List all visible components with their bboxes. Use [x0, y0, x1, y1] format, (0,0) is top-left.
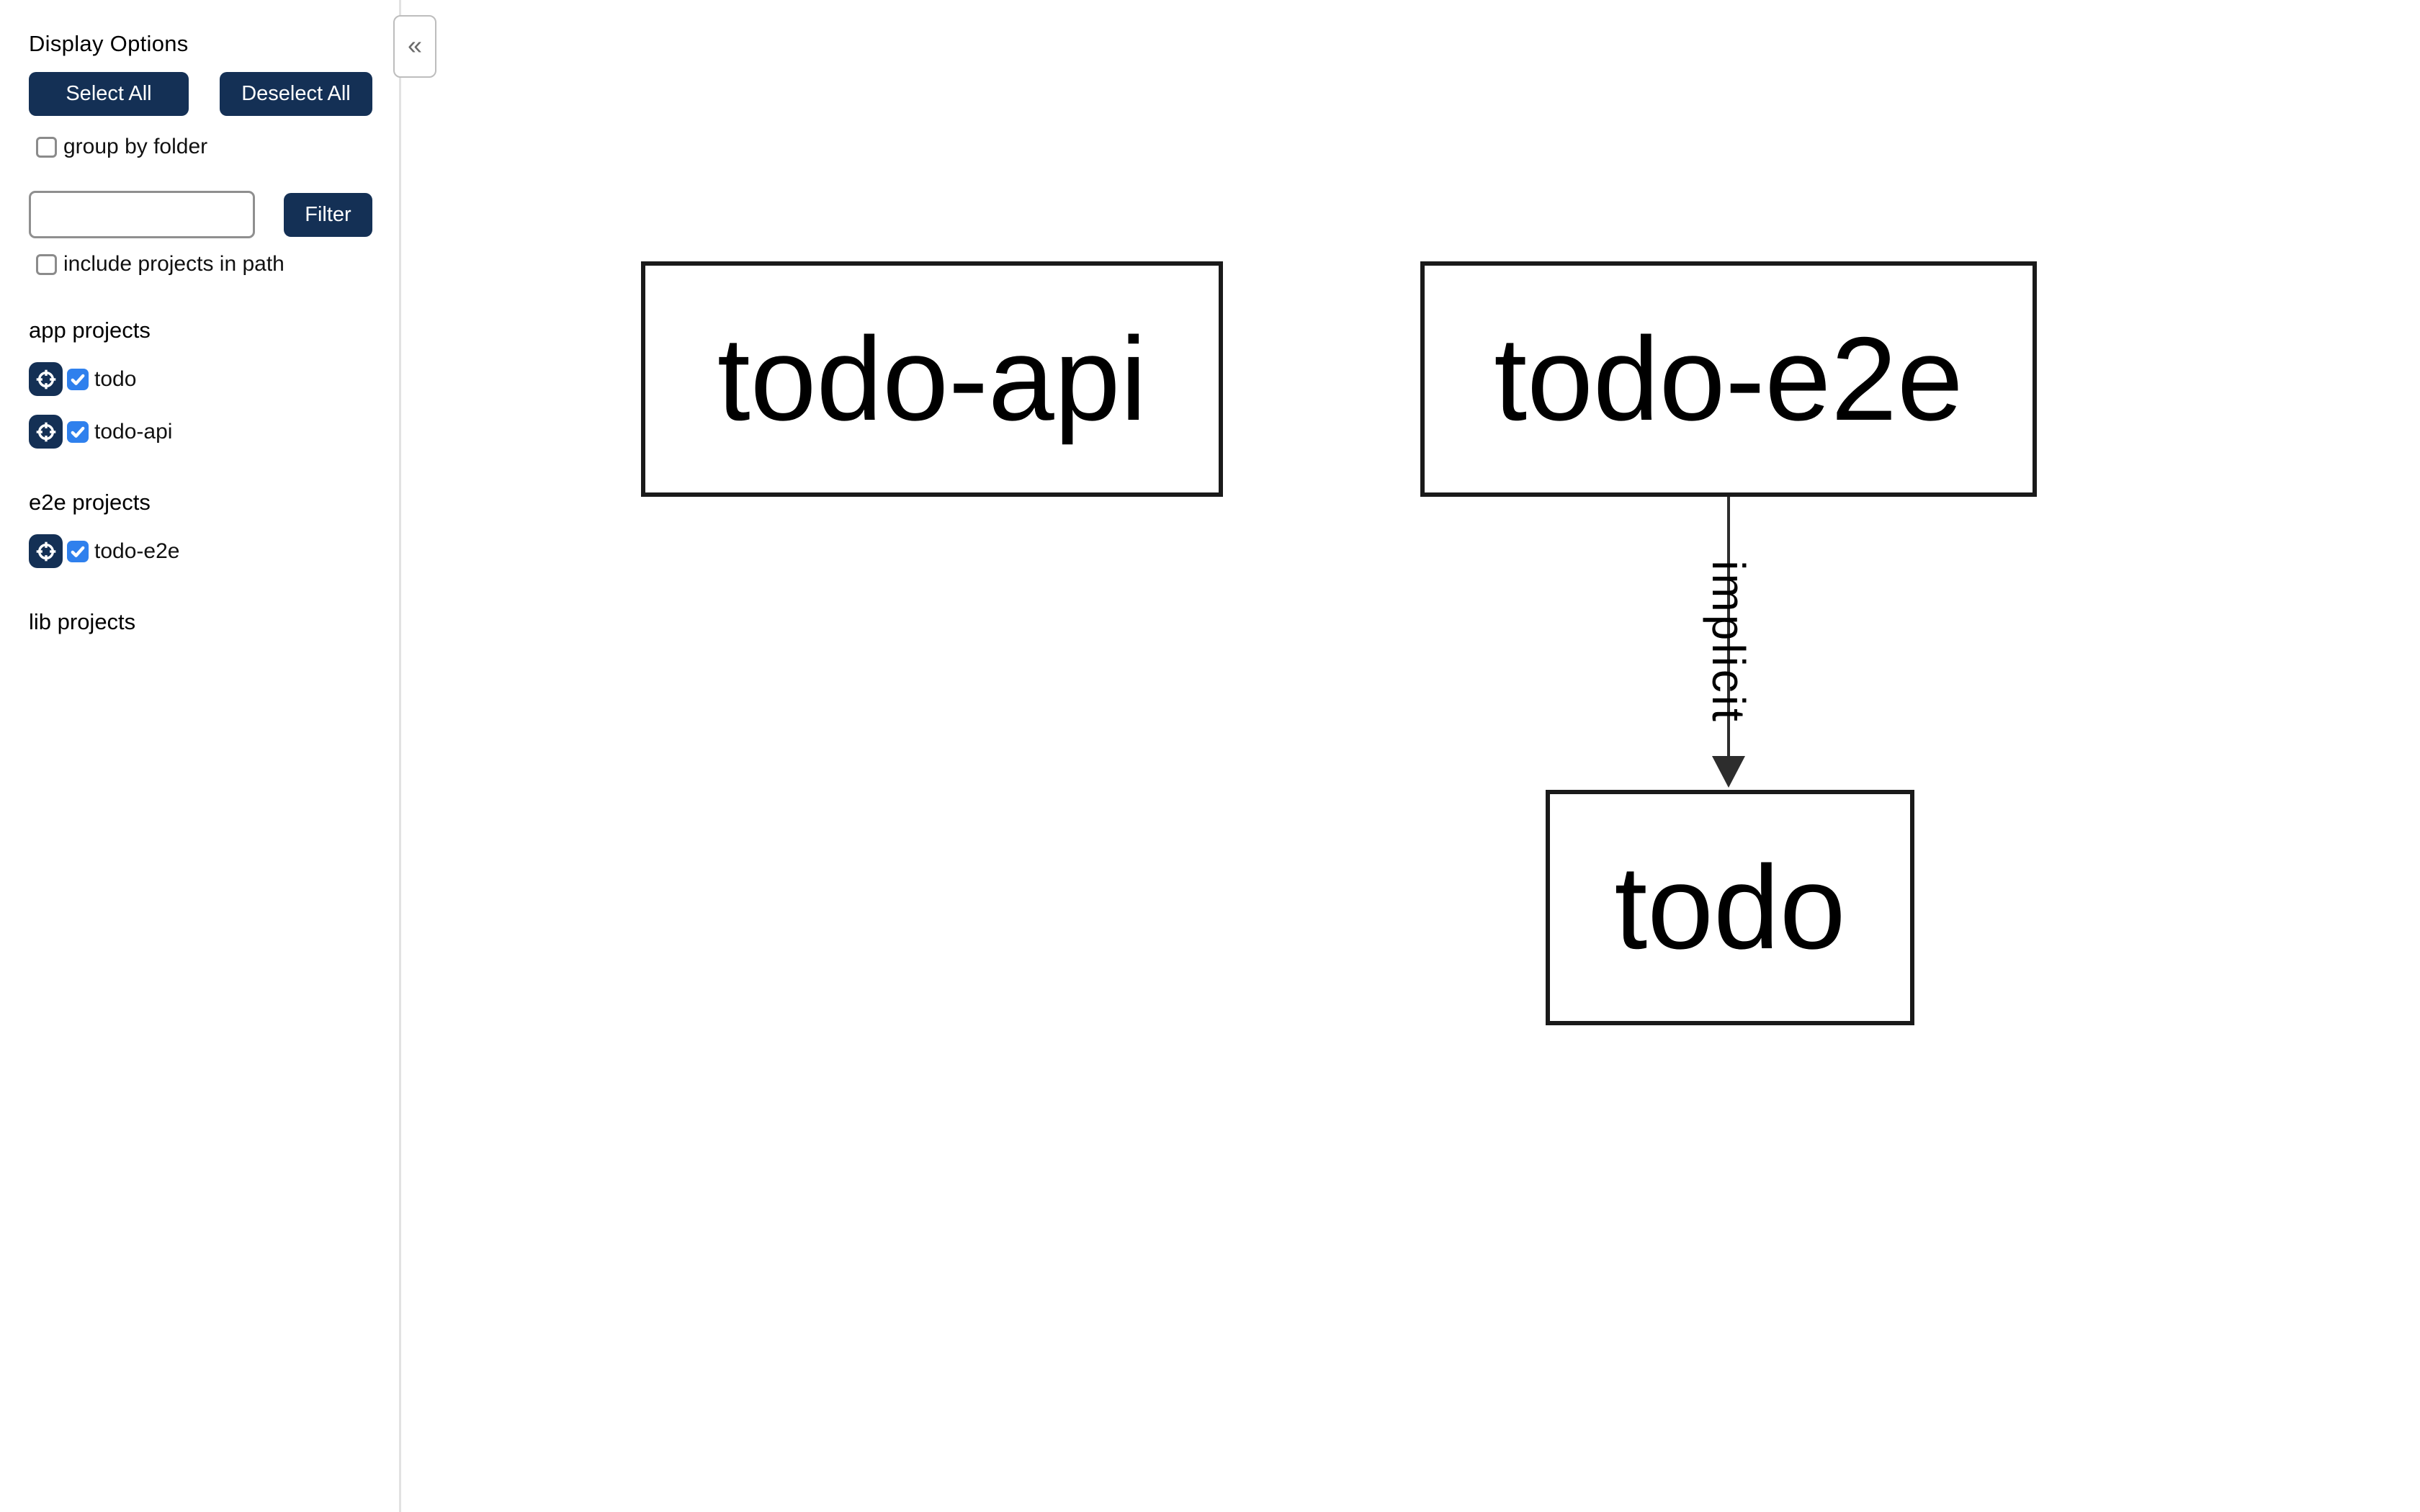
graph-canvas[interactable]: implicit todo-api todo-e2e todo [403, 0, 2420, 1512]
graph-node-todo-api[interactable]: todo-api [641, 261, 1223, 497]
project-checkbox[interactable] [67, 420, 89, 443]
filter-row: Filter [29, 191, 399, 238]
project-row: todo-api [29, 415, 399, 449]
check-icon [71, 546, 85, 557]
section-heading: app projects [29, 318, 151, 343]
collapse-sidebar-button[interactable]: « [393, 15, 436, 78]
filter-input[interactable] [29, 191, 255, 238]
section-heading: e2e projects [29, 490, 151, 515]
project-row: todo [29, 362, 399, 396]
include-projects-label: include projects in path [63, 252, 284, 276]
check-icon [71, 374, 85, 385]
graph-node-todo-e2e[interactable]: todo-e2e [1420, 261, 2037, 497]
project-label: todo-e2e [94, 539, 180, 563]
project-checkbox[interactable] [67, 368, 89, 390]
focus-project-button[interactable] [29, 362, 63, 396]
filter-button[interactable]: Filter [284, 192, 372, 237]
project-label: todo [94, 366, 137, 391]
group-by-folder-label: group by folder [63, 135, 208, 158]
edge-label: implicit [1703, 560, 1754, 724]
select-all-button[interactable]: Select All [29, 72, 189, 116]
project-row: todo-e2e [29, 534, 399, 568]
group-by-folder-row: group by folder [29, 135, 399, 159]
section-heading: lib projects [29, 609, 136, 634]
include-projects-checkbox[interactable] [36, 253, 57, 275]
deselect-all-button[interactable]: Deselect All [220, 72, 372, 116]
display-options-panel: Display Options Select All Deselect All … [0, 0, 401, 1512]
edge-arrowhead [1712, 756, 1745, 788]
panel-title: Display Options [29, 31, 189, 56]
include-projects-row: include projects in path [29, 252, 399, 276]
crosshair-icon [36, 422, 55, 441]
edge-layer: implicit [1703, 497, 1754, 788]
select-buttons-row: Select All Deselect All [29, 72, 399, 116]
project-label: todo-api [94, 419, 173, 444]
graph-node-todo[interactable]: todo [1546, 790, 1914, 1025]
group-by-folder-checkbox[interactable] [36, 136, 57, 158]
project-checkbox[interactable] [67, 540, 89, 562]
project-sections: app projects todo todo-api e2e projects todo… [29, 317, 399, 635]
focus-project-button[interactable] [29, 415, 63, 449]
check-icon [71, 426, 85, 438]
crosshair-icon [36, 369, 55, 389]
crosshair-icon [36, 541, 55, 561]
focus-project-button[interactable] [29, 534, 63, 568]
